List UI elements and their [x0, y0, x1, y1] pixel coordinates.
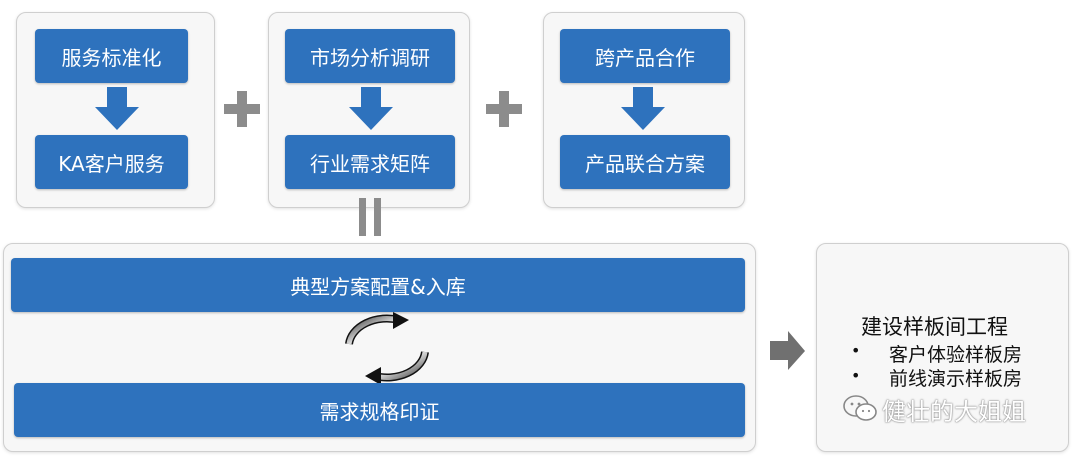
down-arrow-icon: [349, 87, 393, 130]
down-arrow-icon: [95, 87, 139, 130]
ka-customer-service-box: KA客户服务: [35, 135, 188, 189]
plus-icon: [486, 91, 522, 127]
bullet-dot: •: [851, 366, 861, 385]
joint-product-solution-box: 产品联合方案: [560, 135, 730, 189]
market-research-box: 市场分析调研: [285, 29, 455, 83]
down-arrow-icon: [621, 87, 665, 130]
service-standardization-box: 服务标准化: [35, 29, 188, 83]
bullet-dot: •: [851, 341, 861, 360]
requirement-verification-bar: 需求规格印证: [14, 383, 745, 437]
right-panel-bullet: 前线演示样板房: [889, 368, 1023, 390]
cross-product-cooperation-box: 跨产品合作: [560, 29, 730, 83]
industry-demand-matrix-box: 行业需求矩阵: [285, 135, 455, 189]
watermark-text: 健壮的大姐姐: [882, 398, 1026, 426]
typical-solution-config-bar: 典型方案配置&入库: [11, 258, 745, 312]
right-arrow-icon: [770, 331, 805, 370]
cycle-arrows-icon: [345, 312, 429, 385]
plus-icon: [224, 91, 260, 127]
equals-connector-icon: [359, 198, 381, 236]
wechat-logo-icon: [843, 395, 877, 421]
right-panel-bullet: 客户体验样板房: [889, 344, 1023, 366]
right-panel-title: 建设样板间工程: [861, 315, 1008, 339]
